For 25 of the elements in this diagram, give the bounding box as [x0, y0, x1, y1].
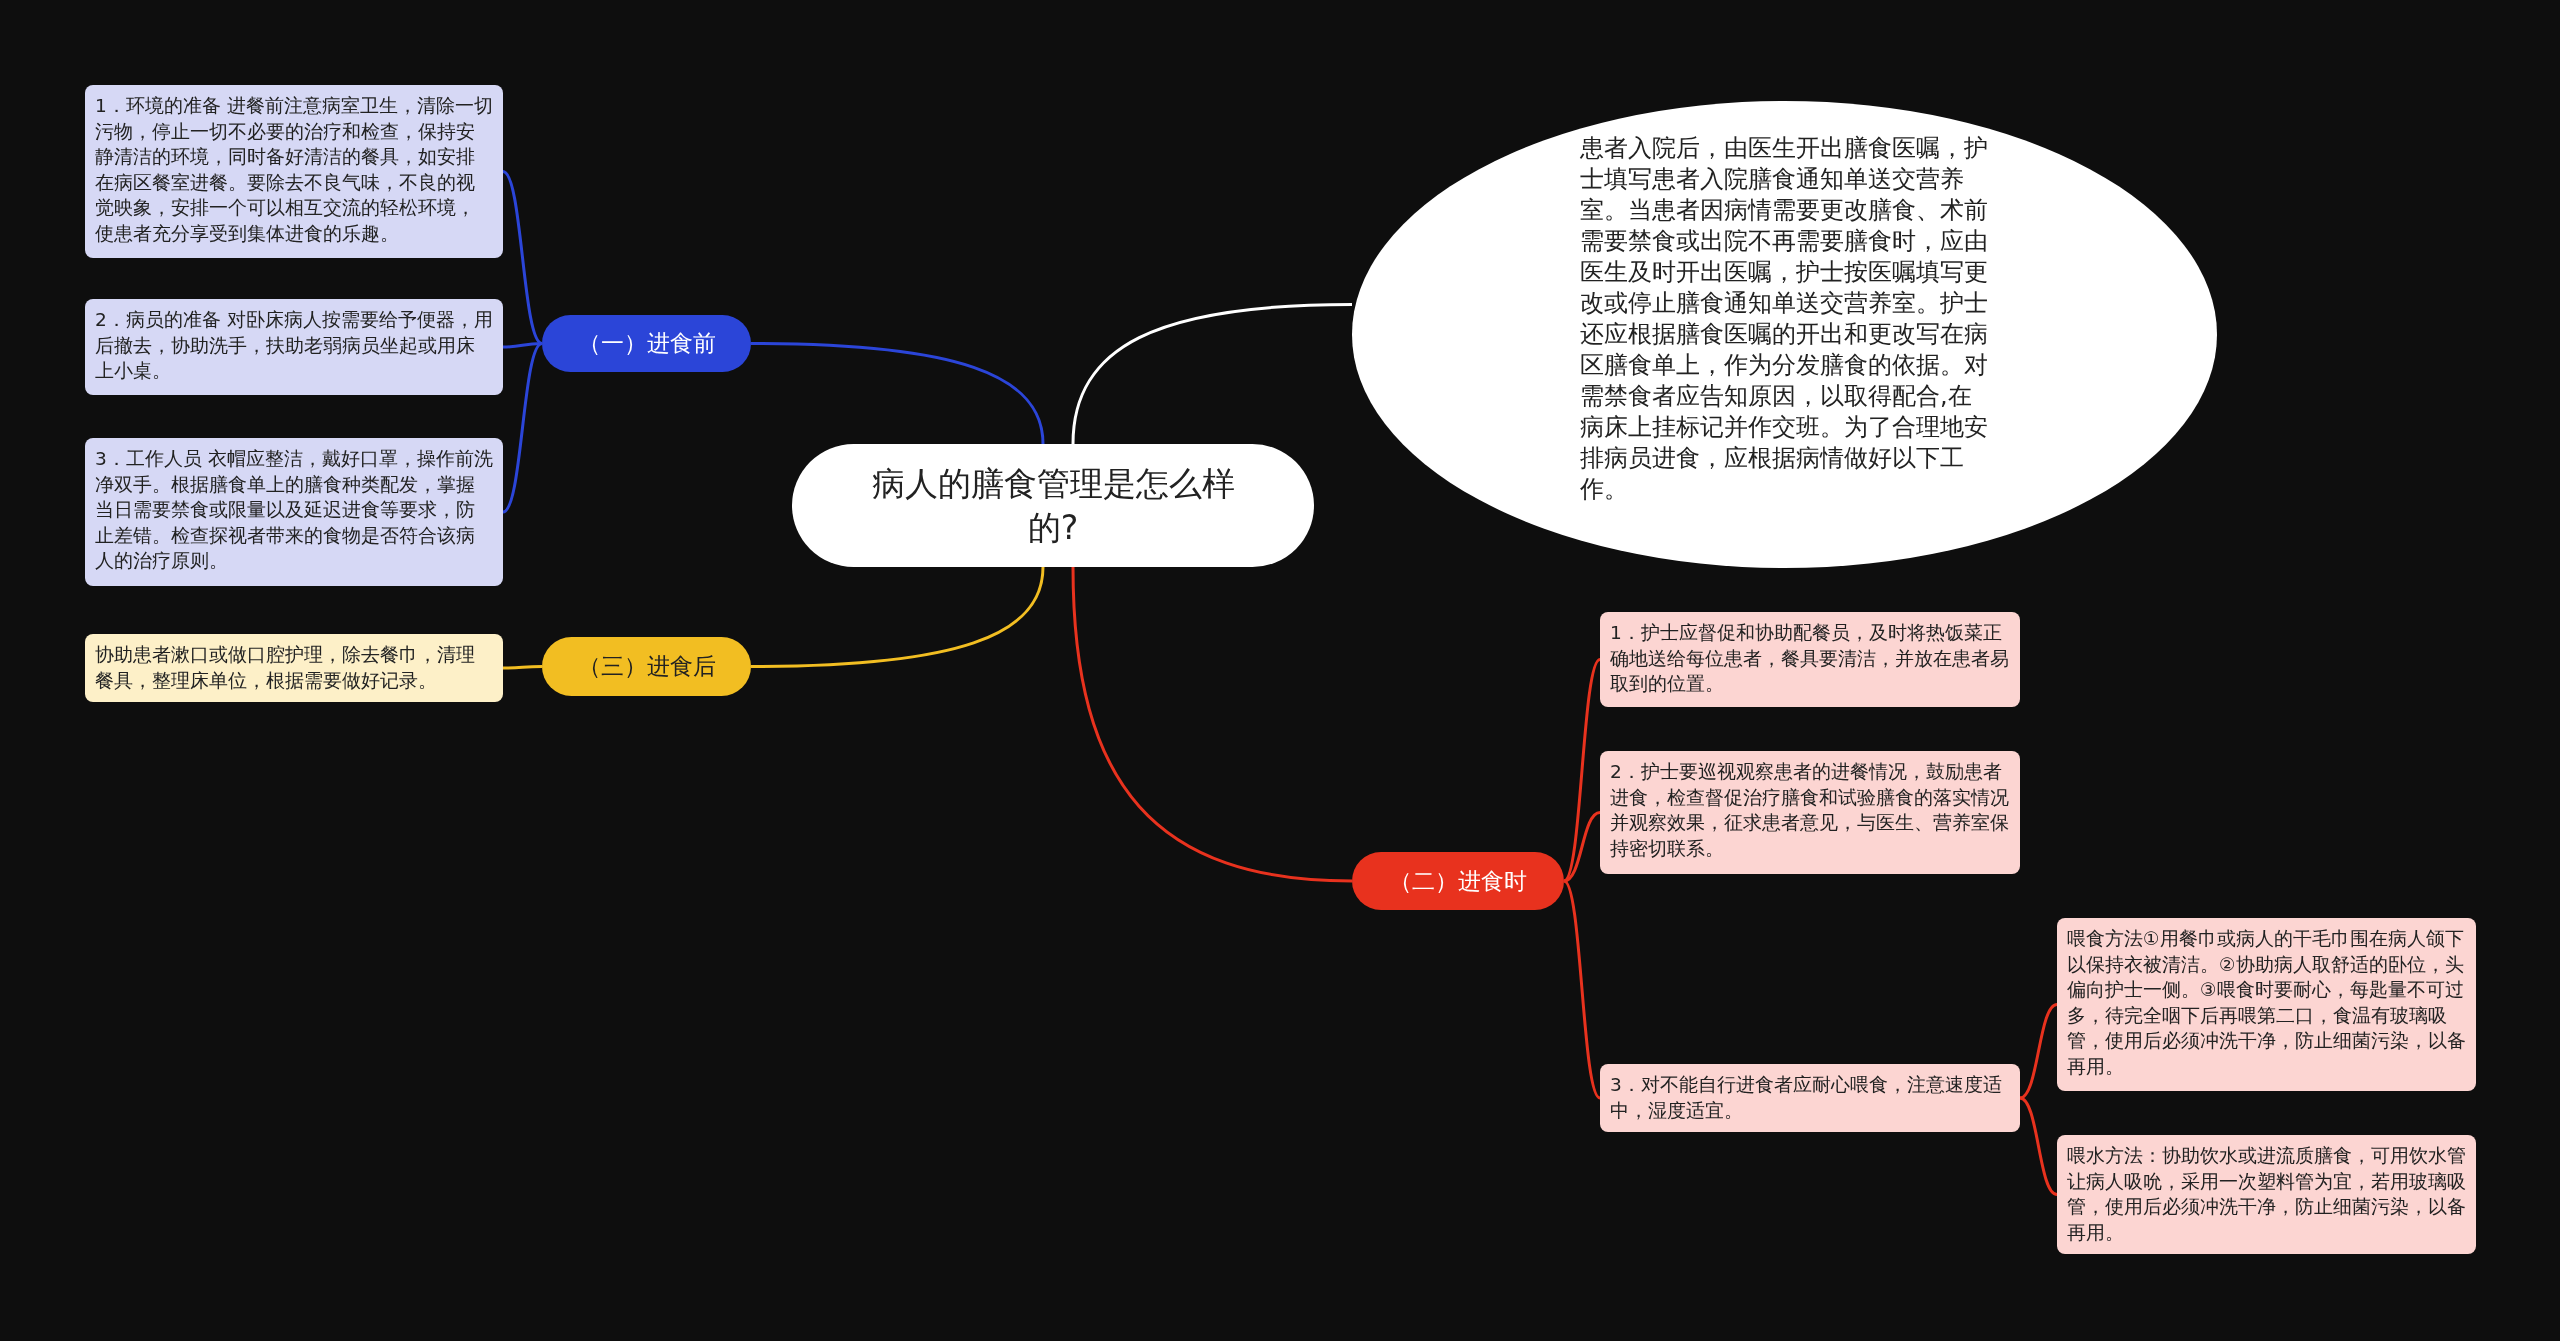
branch-pill: （三）进食后: [542, 637, 751, 696]
text-ellipse: 患者入院后，由医生开出膳食医嘱，护士填写患者入院膳食通知单送交营养室。当患者因病情需要更改膳食、术前需要禁食或出院不再需要膳食时，应由医生及时开出医嘱，护士按医嘱填写更改或停止膳食通知单送交营养室。护士还应根据膳食医嘱的开出和更改写在病区膳食单上，作为分发膳食的依据。对需禁食者应告知原因，以取得配合,在病床上挂标记并作交班。为了合理地安排病员进食，应根据病情做好以下工作。: [1352, 101, 2217, 568]
connector-line: [1562, 879, 1602, 1100]
branch-pill: （二）进食时: [1352, 852, 1564, 910]
connector-line: [750, 566, 1045, 668]
connector-line: [2019, 1096, 2058, 1196]
connector-line: [1071, 566, 1353, 883]
connector-line: [502, 170, 543, 345]
note-box: 喂食方法①用餐巾或病人的干毛巾围在病人颌下以保持衣被清洁。②协助病人取舒适的卧位，头偏向护士一侧。③喂食时要耐心，每匙量不可过多，待完全咽下后再喂第二口，食温有玻璃吸管，使用后必须冲洗干净，防止细菌污染，以备再用。: [2057, 918, 2476, 1091]
connector-line: [750, 342, 1045, 445]
note-box: 3．工作人员 衣帽应整洁，戴好口罩，操作前洗净双手。根据膳食单上的膳食种类配发，掌握当日需要禁食或限量以及延迟进食等要求，防止差错。检查探视者带来的食物是否符合该病人的治疗原则。: [85, 438, 503, 586]
central-topic-box: 病人的膳食管理是怎么样的?: [792, 444, 1314, 567]
branch-pill: （一）进食前: [542, 315, 751, 372]
note-box: 2．病员的准备 对卧床病人按需要给予便器，用后撤去，协助洗手，扶助老弱病员坐起或用床上小桌。: [85, 299, 503, 395]
note-box: 2．护士要巡视观察患者的进餐情况，鼓励患者进食，检查督促治疗膳食和试验膳食的落实情况并观察效果，征求患者意见，与医生、营养室保持密切联系。: [1600, 751, 2020, 874]
note-box: 3．对不能自行进食者应耐心喂食，注意速度适中，湿度适宜。: [1600, 1064, 2020, 1132]
note-box: 1．环境的准备 进餐前注意病室卫生，清除一切污物，停止一切不必要的治疗和检查，保持安静清洁的环境，同时备好清洁的餐具，如安排在病区餐室进餐。要除去不良气味，不良的视觉映象，安排一个可以相互交流的轻松环境，使患者充分享受到集体进食的乐趣。: [85, 85, 503, 258]
note-box: 喂水方法：协助饮水或进流质膳食，可用饮水管让病人吸吮，采用一次塑料管为宜，若用玻璃吸管，使用后必须冲洗干净，防止细菌污染，以备再用。: [2057, 1135, 2476, 1254]
connector-line: [503, 665, 542, 670]
note-box: 协助患者漱口或做口腔护理，除去餐巾，清理餐具，整理床单位，根据需要做好记录。: [85, 634, 503, 702]
connector-line: [1071, 303, 1353, 445]
connector-line: [2019, 1003, 2058, 1100]
connector-line: [502, 342, 543, 514]
note-box: 1．护士应督促和协助配餐员，及时将热饭菜正确地送给每位患者，餐具要清洁，并放在患者易取到的位置。: [1600, 612, 2020, 707]
connector-line: [1563, 811, 1601, 883]
